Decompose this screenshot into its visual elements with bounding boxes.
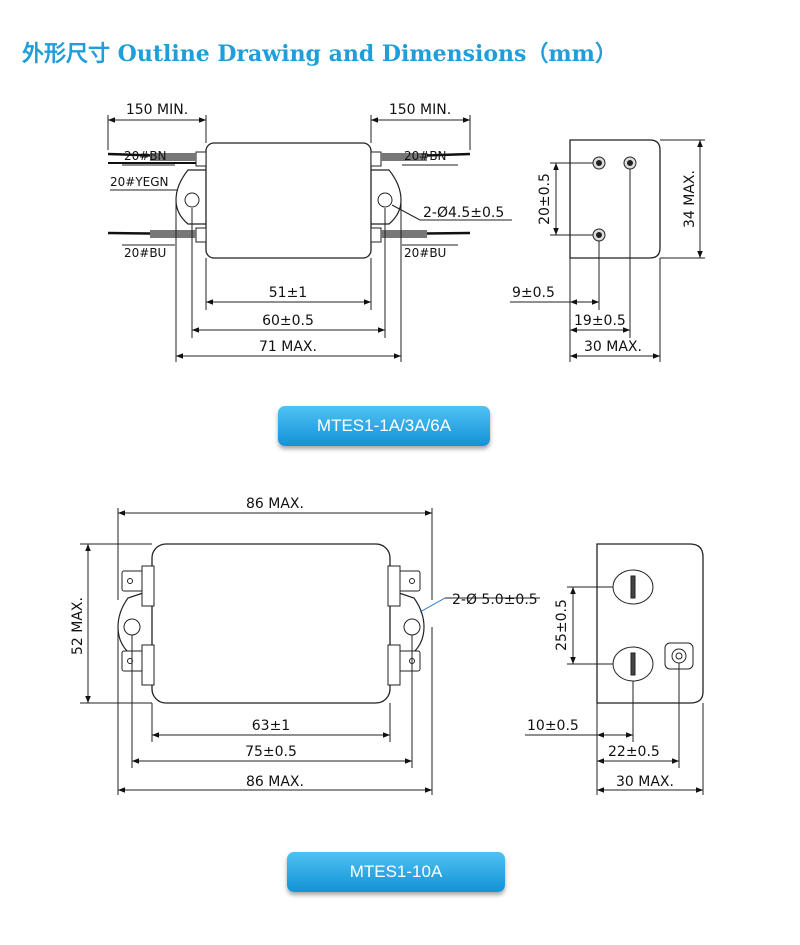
drawing-1-side-view bbox=[510, 139, 705, 362]
d1-wire-right-dim: 150 MIN. bbox=[389, 102, 451, 118]
d2-hole-dim: 2-Ø 5.0±0.5 bbox=[452, 592, 538, 608]
d2-side-dim-22: 22±0.5 bbox=[608, 744, 660, 760]
d2-dim-86-top: 86 MAX. bbox=[246, 496, 304, 512]
d1-dim-71: 71 MAX. bbox=[259, 339, 317, 355]
d1-side-dim-30: 30 MAX. bbox=[584, 339, 642, 355]
d1-label-bn-right: 20#BN bbox=[404, 149, 447, 163]
model-badge-mtes1-10a: MTES1-10A bbox=[287, 852, 505, 892]
d1-dim-60: 60±0.5 bbox=[262, 313, 314, 329]
d1-side-dim-19: 19±0.5 bbox=[574, 313, 626, 329]
d1-wire-left-dim: 150 MIN. bbox=[126, 102, 188, 118]
drawing-1-front-view bbox=[107, 115, 512, 362]
drawing-2-front-view bbox=[80, 508, 540, 795]
d1-label-yegn: 20#YEGN bbox=[110, 175, 169, 189]
d2-dim-75: 75±0.5 bbox=[245, 744, 297, 760]
drawing-2-side-view bbox=[525, 543, 704, 795]
d2-side-dim-25: 25±0.5 bbox=[554, 599, 570, 651]
d2-side-dim-30: 30 MAX. bbox=[616, 774, 674, 790]
d1-side-dim-20: 20±0.5 bbox=[537, 173, 553, 225]
d2-dim-52: 52 MAX. bbox=[70, 597, 86, 655]
d1-side-dim-34: 34 MAX. bbox=[682, 170, 698, 228]
d2-dim-63: 63±1 bbox=[252, 718, 290, 734]
d1-label-bn-left: 20#BN bbox=[124, 149, 167, 163]
d2-side-dim-10: 10±0.5 bbox=[527, 718, 579, 734]
d2-dim-86-bottom: 86 MAX. bbox=[246, 774, 304, 790]
d1-hole-dim: 2-Ø4.5±0.5 bbox=[423, 205, 504, 221]
d1-side-dim-9: 9±0.5 bbox=[512, 285, 555, 301]
page-title: 外形尺寸 Outline Drawing and Dimensions（mm） bbox=[22, 41, 617, 67]
d1-label-bu-left: 20#BU bbox=[124, 246, 166, 260]
d1-label-bu-right: 20#BU bbox=[404, 246, 446, 260]
model-badge-mtes1-1a: MTES1-1A/3A/6A bbox=[278, 406, 490, 446]
d1-dim-51: 51±1 bbox=[269, 285, 307, 301]
